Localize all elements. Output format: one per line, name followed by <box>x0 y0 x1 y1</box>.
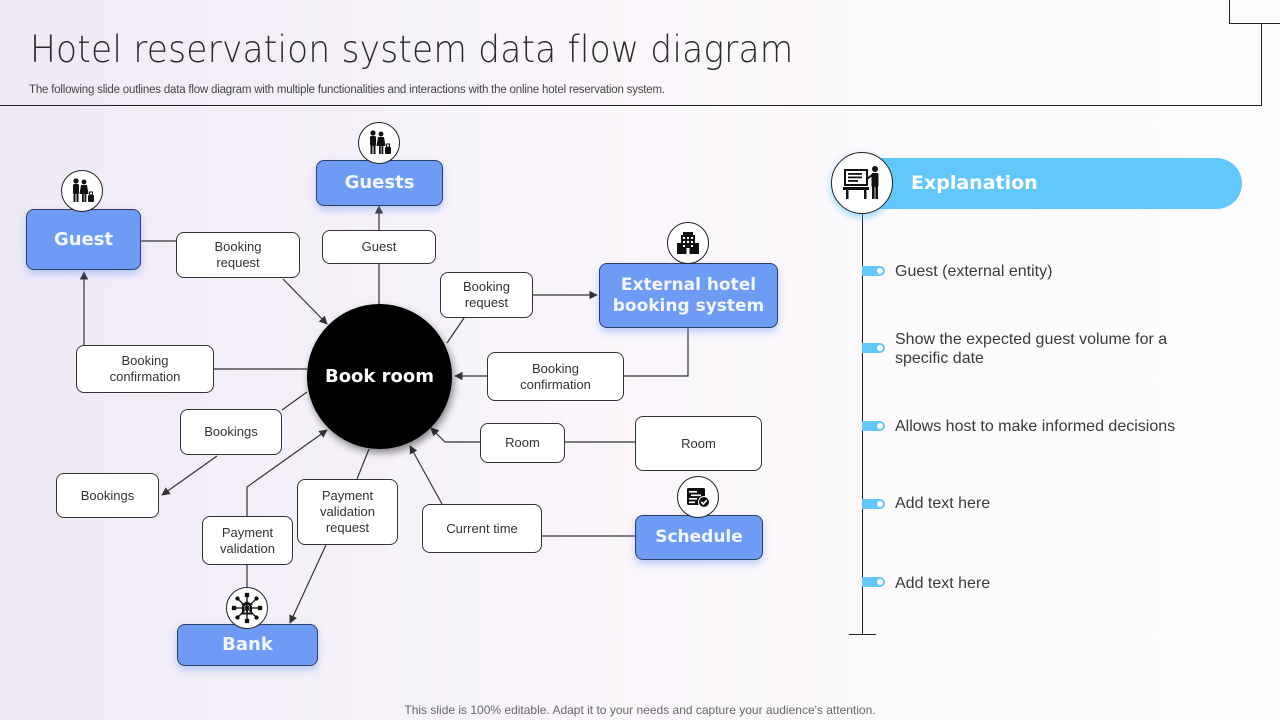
explanation-item: Add text here <box>895 495 991 512</box>
flow-label-line: Booking <box>532 360 579 376</box>
flow-label-line: request <box>216 255 260 270</box>
flow-guest[interactable]: Guest <box>322 230 436 264</box>
flow-booking-confirmation-left[interactable]: Booking confirmation <box>76 345 214 393</box>
flow-label-line: Room <box>681 435 716 451</box>
header-corner-line <box>1229 0 1230 24</box>
data-store-room[interactable]: Room <box>635 416 762 471</box>
guests-luggage-icon <box>61 170 103 212</box>
process-book-room[interactable]: Book room <box>307 304 452 449</box>
connector <box>430 427 481 443</box>
entity-bank-label: Bank <box>222 634 273 656</box>
entity-bank[interactable]: Bank <box>177 624 318 666</box>
bullet-marker <box>862 421 885 431</box>
flow-payment-validation-request[interactable]: Payment validation request <box>297 479 398 545</box>
process-label: Book room <box>324 366 435 387</box>
explanation-item: Add text here <box>895 575 991 592</box>
schedule-check-icon <box>677 476 719 518</box>
explanation-header-bar <box>855 158 1242 209</box>
explanation-title: Explanation <box>911 172 1038 194</box>
entity-guest-label: Guest <box>53 228 114 250</box>
flow-label-line: Bookings <box>204 424 258 439</box>
connector <box>409 445 443 505</box>
flow-label-line: Booking <box>214 239 262 254</box>
entity-guest[interactable]: Guest <box>26 209 141 270</box>
header-frame-line <box>1261 23 1262 106</box>
slide-subtitle: The following slide outlines data flow d… <box>29 84 665 96</box>
flow-booking-confirmation-right[interactable]: Booking confirmation <box>487 352 624 401</box>
connector <box>289 544 327 624</box>
entity-schedule-label: Schedule <box>655 527 743 548</box>
flow-label-line: request <box>464 295 509 310</box>
flow-label-line: Payment <box>221 524 274 540</box>
explanation-item: Show the expected guest volume for a spe… <box>895 331 1168 367</box>
footer-note: This slide is 100% editable. Adapt it to… <box>404 703 876 717</box>
flow-label-line: validation <box>220 540 275 556</box>
flow-label-line: Payment <box>321 488 374 503</box>
hotel-building-icon <box>667 222 709 264</box>
entity-external-label-line1: External hotel <box>620 275 757 296</box>
flow-bookings[interactable]: Bookings <box>180 409 282 455</box>
bank-network-icon <box>226 587 268 629</box>
flow-label-line: confirmation <box>109 369 181 384</box>
flow-label-line: request <box>325 520 370 535</box>
flow-booking-request-right[interactable]: Booking request <box>440 272 533 318</box>
flow-label-line: validation <box>320 504 375 519</box>
flow-label-line: Booking <box>121 353 169 368</box>
flow-label-line: Guest <box>361 239 397 254</box>
entity-schedule[interactable]: Schedule <box>635 515 763 560</box>
explanation-timeline-end <box>849 634 876 635</box>
flow-payment-validation[interactable]: Payment validation <box>202 516 293 565</box>
flow-room[interactable]: Room <box>480 423 565 463</box>
bullet-marker <box>862 343 885 353</box>
slide-title: Hotel reservation system data flow diagr… <box>30 28 794 71</box>
entity-guests-label: Guests <box>344 172 415 194</box>
entity-external-hotel-booking-system[interactable]: External hotel booking system <box>599 263 778 328</box>
data-store-bookings[interactable]: Bookings <box>56 473 159 518</box>
explanation-item: Guest (external entity) <box>895 263 1053 280</box>
explanation-item: Allows host to make informed decisions <box>895 418 1176 435</box>
connector <box>624 328 689 377</box>
bullet-marker <box>862 577 885 587</box>
guests-luggage-icon <box>358 122 400 164</box>
connector <box>161 455 218 496</box>
flow-label-line: Bookings <box>80 487 135 503</box>
connector <box>281 391 308 411</box>
flow-label-line: Room <box>505 435 540 450</box>
header-divider <box>0 105 1262 106</box>
entity-guests[interactable]: Guests <box>316 160 443 206</box>
flow-booking-request-left[interactable]: Booking request <box>176 232 300 278</box>
connector <box>356 448 370 480</box>
connector <box>282 278 328 325</box>
flow-label-line: confirmation <box>520 376 591 392</box>
flow-label-line: Current time <box>446 520 518 536</box>
presenter-board-icon <box>831 152 893 214</box>
header-corner-line <box>1229 23 1280 24</box>
entity-external-label-line2: booking system <box>612 295 765 316</box>
flow-label-line: Booking <box>463 279 510 294</box>
flow-current-time[interactable]: Current time <box>422 504 542 553</box>
bullet-marker <box>862 266 885 276</box>
connector <box>446 317 465 344</box>
bullet-marker <box>862 499 885 509</box>
